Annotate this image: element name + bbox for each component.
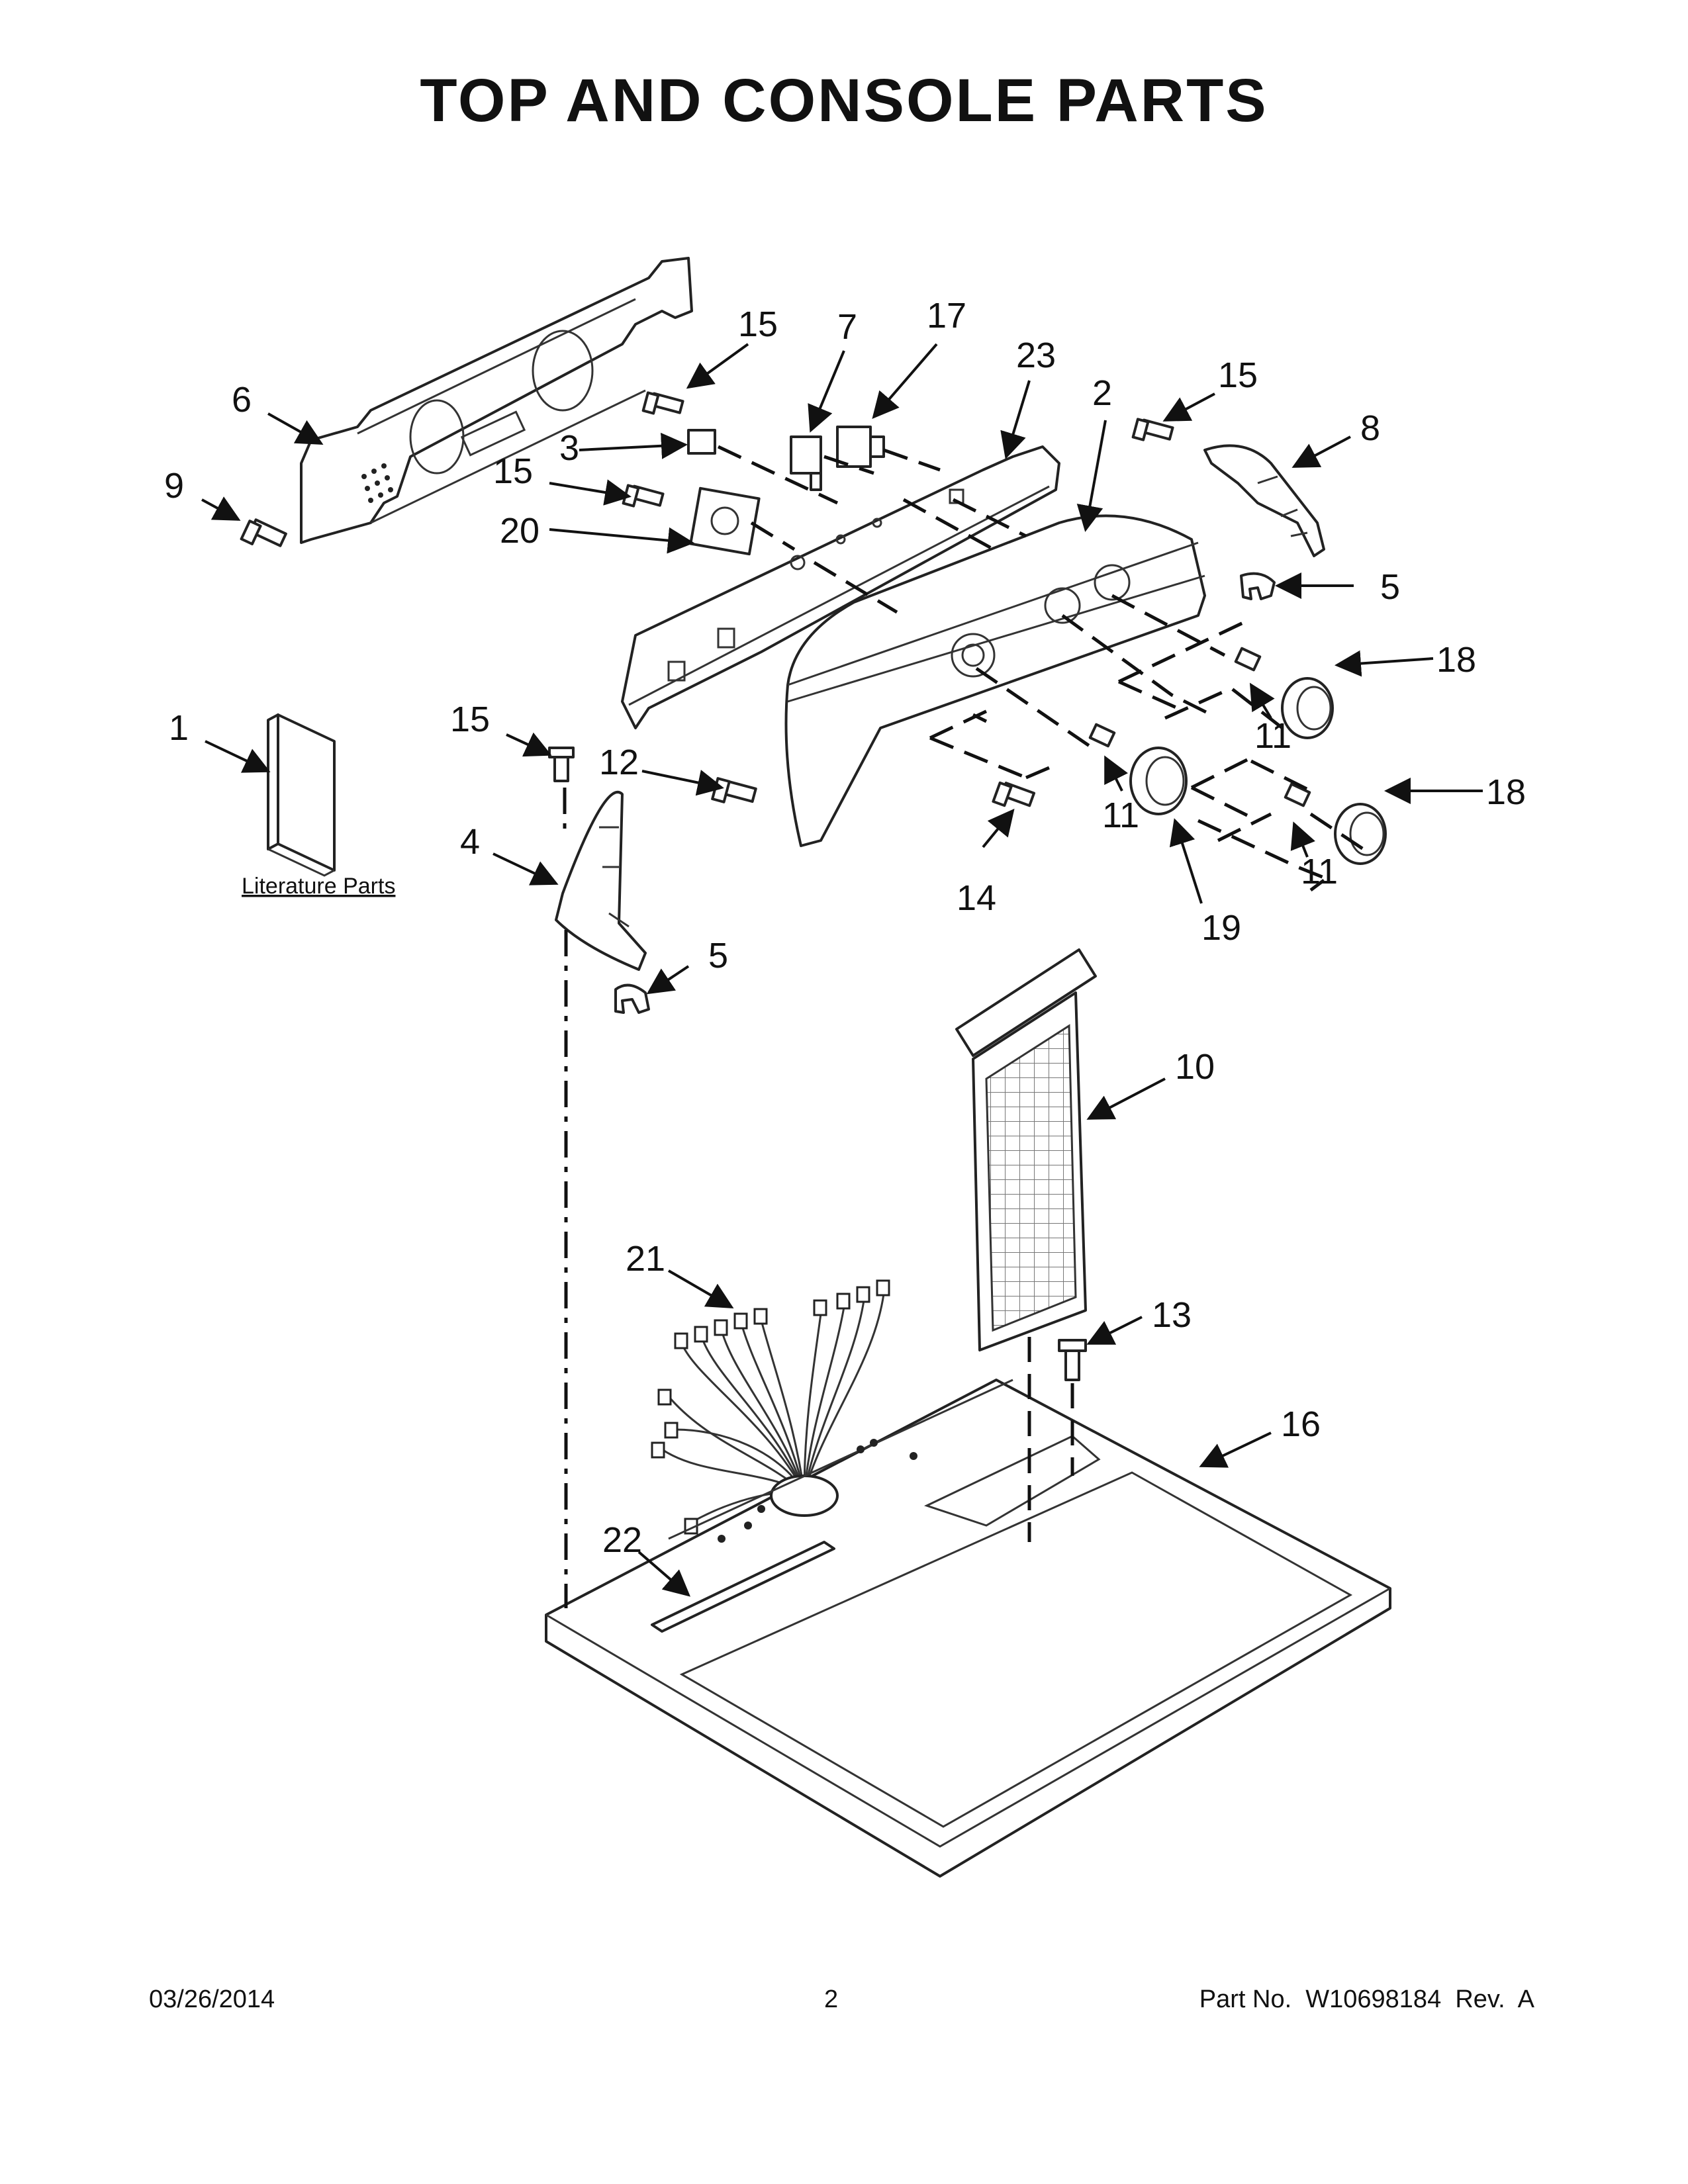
page-title: TOP AND CONSOLE PARTS [420,67,1268,134]
callout-10: 10 [1175,1047,1215,1087]
callout-6: 6 [232,380,252,420]
part-23-control-bracket [621,445,1060,729]
part-15-screw-d [548,747,575,782]
assembly-lines [563,445,1372,1608]
part-18-knob-lower [1334,803,1387,865]
callout-18-b: 18 [1486,772,1526,812]
callout-labels: 6 9 15 3 15 20 7 17 23 2 15 8 5 18 11 18… [164,296,1526,1560]
callout-5-b: 5 [708,936,728,976]
part-15-screw-b [622,484,665,508]
callout-22: 22 [602,1520,642,1560]
callout-19: 19 [1201,908,1241,948]
footer-date: 03/26/2014 [149,1985,275,2013]
callout-11-b: 11 [1102,796,1139,835]
part-8-console-end-cap-right [1203,444,1325,557]
part-7-switch [790,435,822,491]
callout-2: 2 [1092,373,1112,413]
part-13-screw [1058,1339,1087,1381]
part-6-rear-console-panel [300,257,693,544]
part-16-dryer-top [545,1379,1391,1878]
part-19-knob [1129,747,1188,815]
callout-15-d: 15 [450,700,490,739]
callout-5-a: 5 [1380,567,1400,607]
part-12-screw [711,777,757,803]
footer-page-number: 2 [824,1985,839,2013]
footer-part-number: Part No. W10698184 Rev. A [1199,1985,1534,2013]
callout-16: 16 [1281,1404,1321,1444]
part-5-clip-left [614,983,650,1014]
part-11-spring-middle [1088,723,1116,748]
callout-21: 21 [626,1239,665,1279]
callout-20: 20 [500,511,539,551]
part-22-seal-strip [651,1541,835,1633]
callout-7: 7 [837,307,857,347]
callout-15-b: 15 [493,451,533,491]
callout-15-a: 15 [738,304,778,344]
part-11-spring-lower [1284,782,1311,807]
part-20-timer [689,486,761,556]
part-3-bracket [687,429,716,455]
part-18-knob-upper [1281,677,1334,739]
part-14-screw [992,781,1036,807]
callout-12: 12 [599,743,639,782]
part-1-literature [267,713,336,877]
callout-15-c: 15 [1218,355,1258,395]
callout-3: 3 [559,428,579,468]
callout-11-a: 11 [1254,716,1291,756]
callout-11-c: 11 [1301,852,1338,891]
literature-parts-label: Literature Parts [242,874,395,899]
part-15-screw-a [641,391,684,415]
part-11-spring-upper [1234,647,1262,672]
part-9-screw [240,518,287,547]
part-5-clip-right [1240,572,1276,600]
callout-8: 8 [1360,408,1380,448]
callout-14: 14 [957,878,996,918]
part-15-screw-c [1131,418,1174,441]
callout-23: 23 [1016,336,1056,375]
callout-9: 9 [164,466,184,506]
callout-17: 17 [927,296,966,336]
callout-1: 1 [169,708,189,748]
leader-arrows [201,343,1483,1597]
callout-18-a: 18 [1436,640,1476,680]
callout-13: 13 [1152,1295,1192,1335]
part-17-switch [836,426,885,468]
part-4-console-end-cap-left [555,790,647,971]
callout-4: 4 [460,822,480,862]
part-10-lint-screen [955,948,1097,1351]
